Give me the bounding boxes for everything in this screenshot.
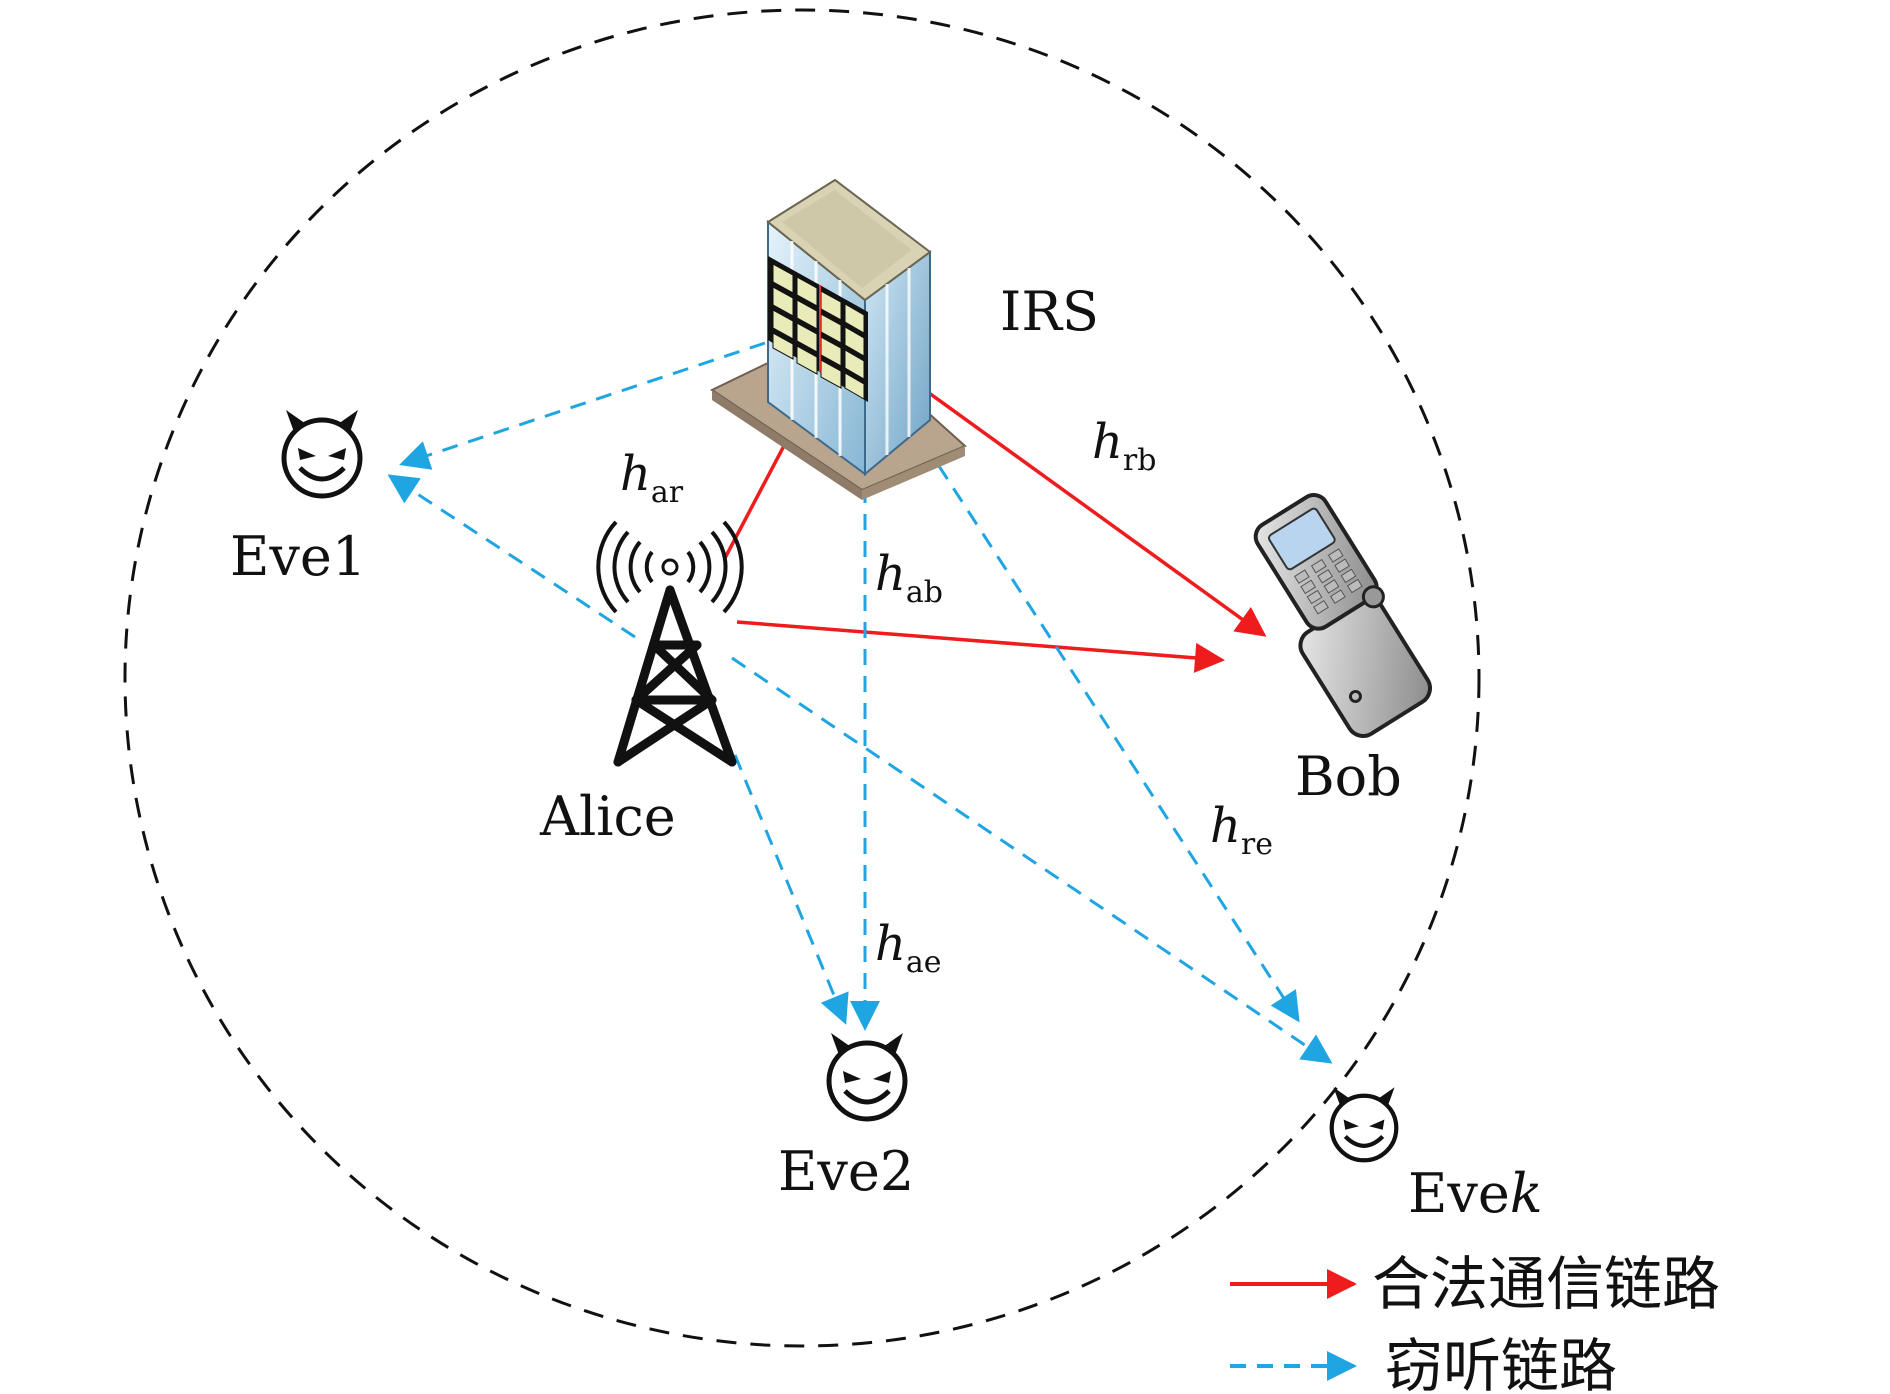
- mobile-phone-icon: [1253, 493, 1432, 738]
- devil-face-icon: [1329, 1087, 1399, 1163]
- coverage-boundary: [123, 8, 1481, 1348]
- link-irs-evek: [878, 374, 1300, 1023]
- legend-label-eaves: 窃听链路: [1385, 1332, 1617, 1394]
- irs-label: IRS: [1000, 280, 1099, 343]
- link-alice-eve1: [387, 474, 636, 639]
- channel-label-h-ab: hab: [875, 546, 943, 610]
- link-irs-eve1: [399, 341, 766, 470]
- antenna-tower-icon: [596, 520, 744, 767]
- legend-label-legit: 合法通信链路: [1372, 1250, 1720, 1318]
- legend: 合法通信链路 窃听链路: [1230, 1250, 1720, 1394]
- evek-label: Evek: [1408, 1162, 1543, 1225]
- link-alice-eve2: [733, 754, 849, 1025]
- link-irs-bob: [898, 370, 1267, 637]
- eavesdropping-links: [387, 341, 1333, 1064]
- link-alice-bob: [736, 620, 1225, 673]
- evek-node: Evek: [1329, 1087, 1543, 1225]
- link-alice-evek: [731, 656, 1333, 1064]
- alice-label: Alice: [539, 785, 676, 848]
- devil-face-icon: [826, 1033, 908, 1122]
- bob-label: Bob: [1295, 745, 1402, 808]
- channel-label-h-ar: har: [620, 446, 684, 510]
- evek-label-base: Eve: [1408, 1162, 1510, 1225]
- channel-label-h-re: hre: [1210, 798, 1273, 862]
- eve2-label: Eve2: [778, 1140, 914, 1203]
- eve1-label: Eve1: [230, 525, 366, 588]
- building-icon: [709, 178, 967, 500]
- eve1-node: Eve1: [230, 410, 366, 588]
- devil-face-icon: [281, 410, 363, 499]
- evek-label-index: k: [1510, 1162, 1543, 1225]
- eve2-node: Eve2: [778, 1033, 914, 1203]
- channel-label-h-rb: hrb: [1092, 414, 1156, 478]
- channel-label-h-ae: hae: [875, 916, 942, 980]
